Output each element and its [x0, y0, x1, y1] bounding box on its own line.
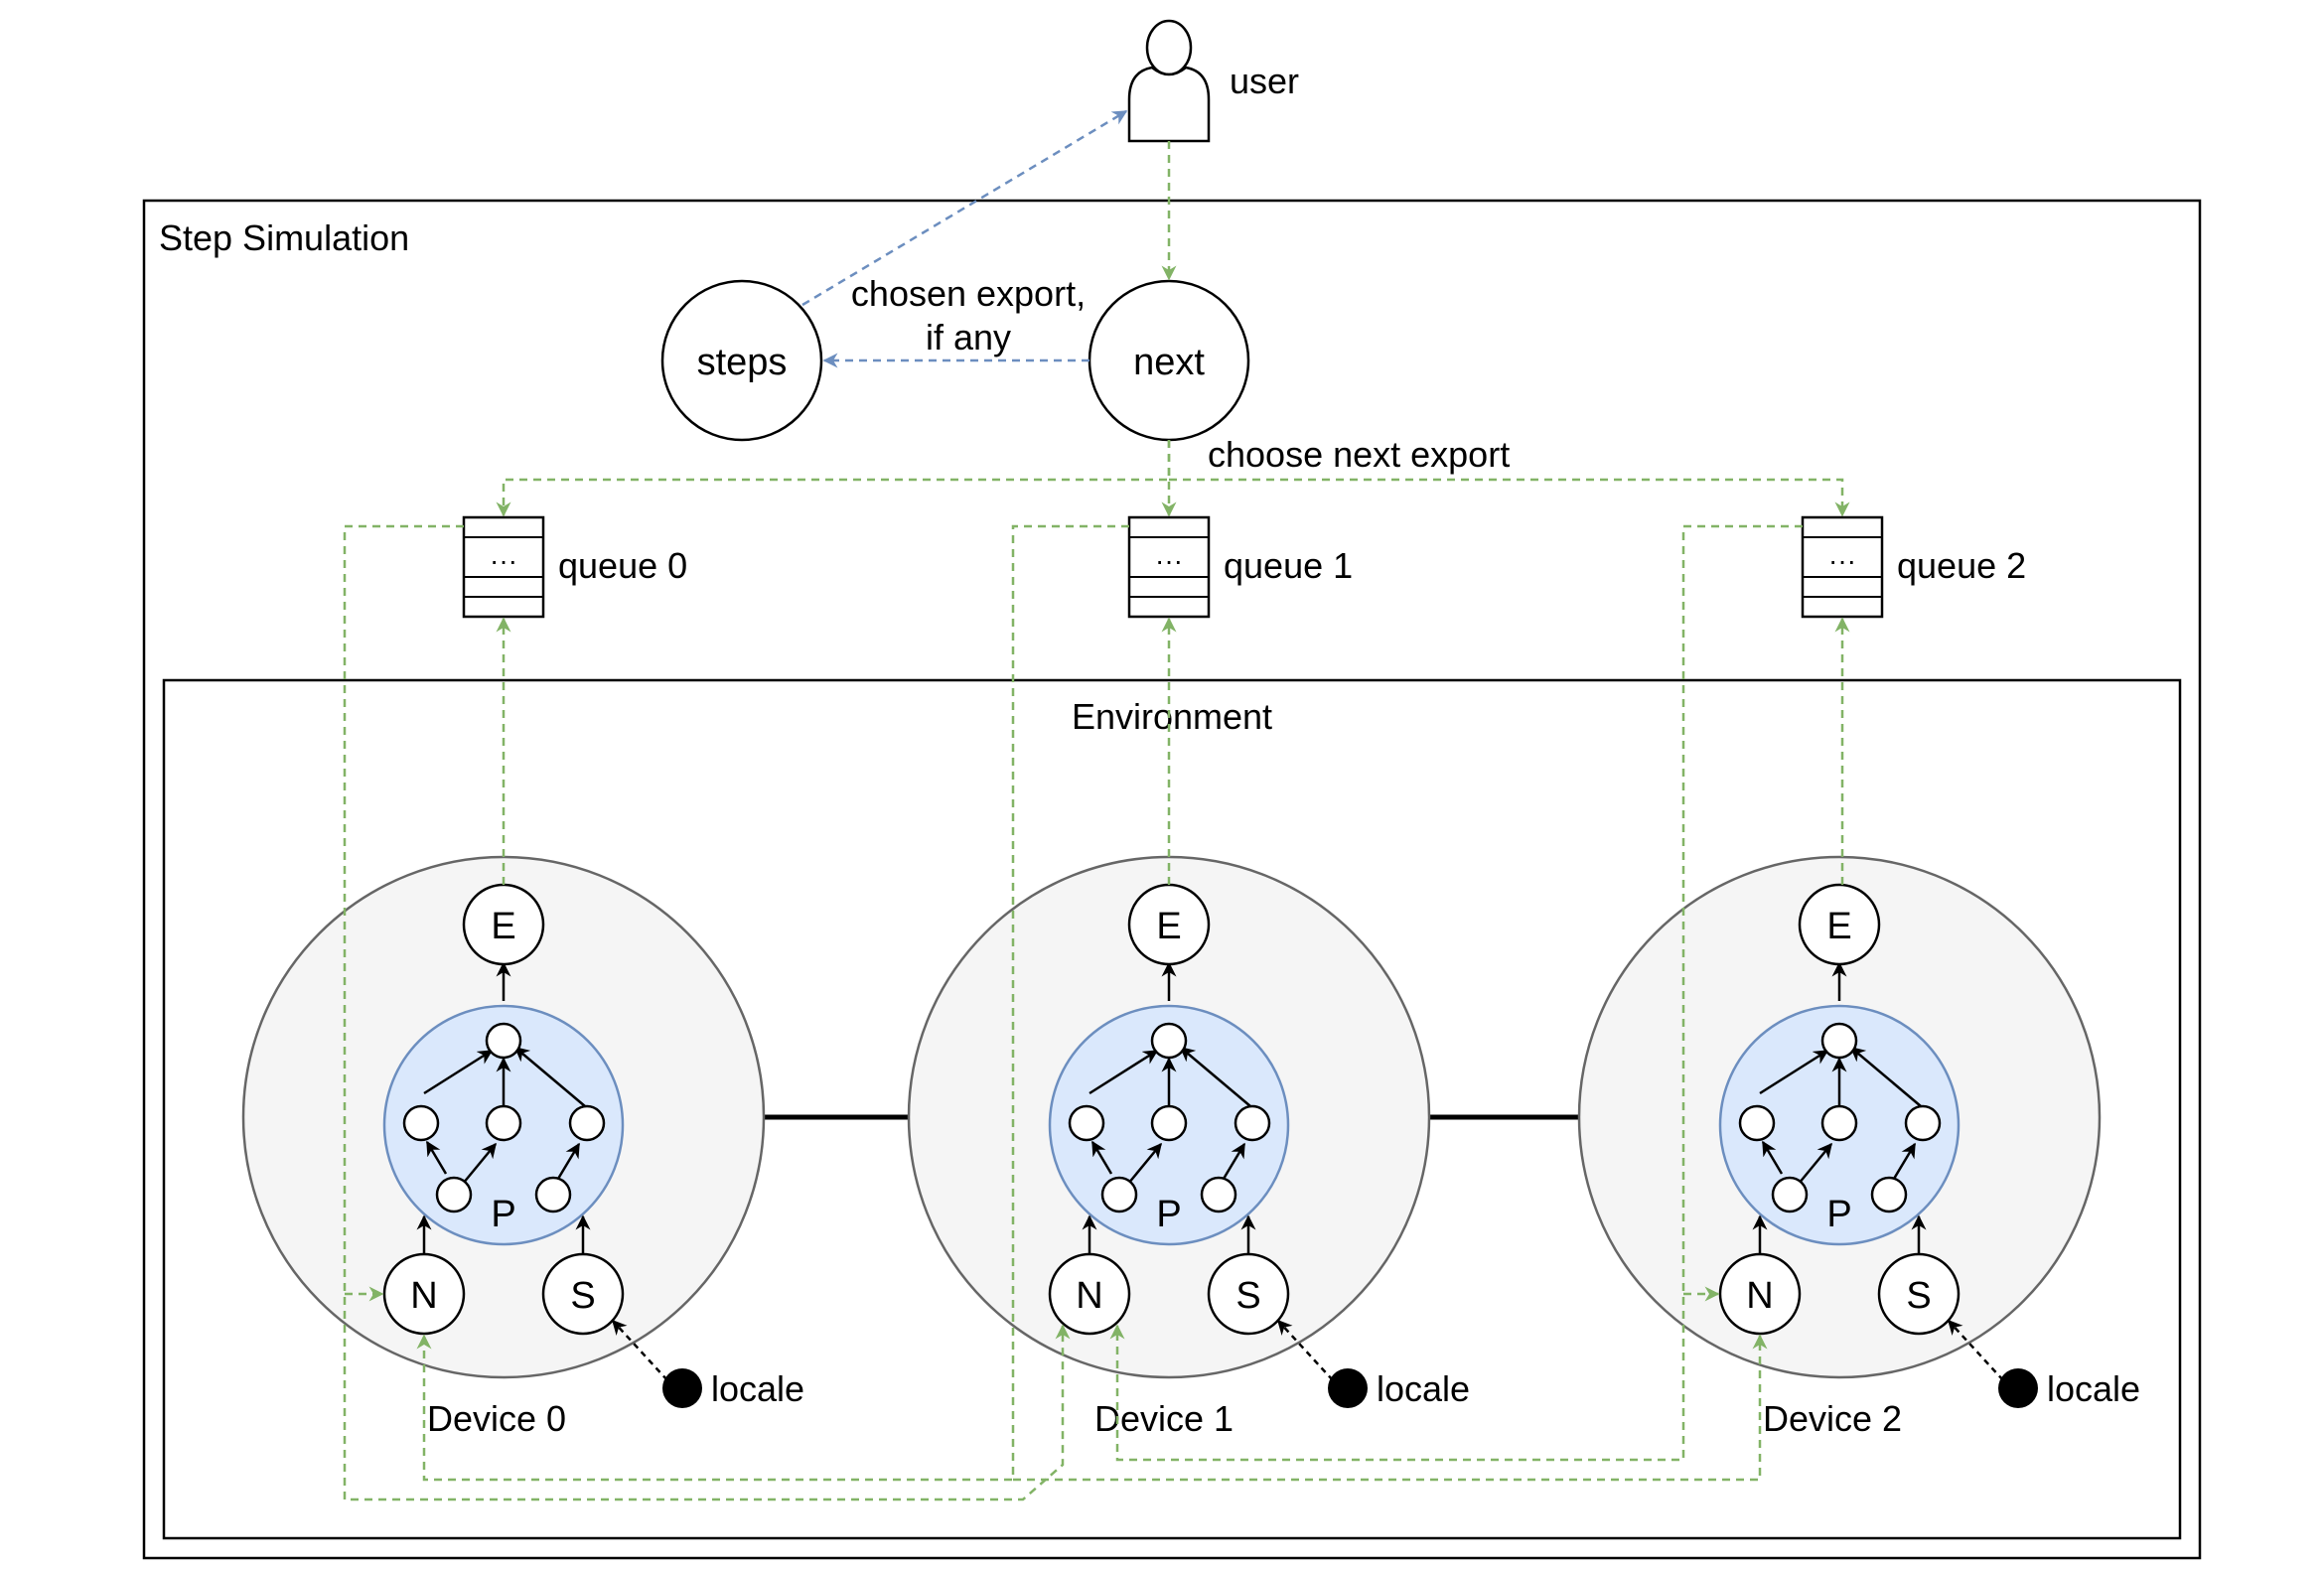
source-0-label: locale: [711, 1368, 804, 1409]
queue-1: ···: [1127, 515, 1211, 619]
source-0-to-sensor: [611, 1319, 668, 1381]
user-icon: [1127, 19, 1211, 143]
svg-text:N: N: [1746, 1275, 1773, 1317]
source-1-label: locale: [1377, 1368, 1470, 1409]
network-0: [382, 1252, 466, 1336]
device-2-label: Device 2: [1763, 1398, 1902, 1439]
svg-text:E: E: [1156, 906, 1181, 947]
exporter-2: [1798, 883, 1881, 966]
svg-text:S: S: [1235, 1275, 1260, 1317]
next-label: next: [1133, 342, 1205, 383]
svg-text:E: E: [491, 906, 515, 947]
source-1-dot: [1328, 1368, 1368, 1408]
network-1: [1048, 1252, 1131, 1336]
chosen-export-label-line2: if any: [926, 317, 1011, 357]
svg-text:P: P: [1156, 1194, 1181, 1235]
svg-text:N: N: [1076, 1275, 1102, 1317]
sensor-0: [541, 1252, 625, 1336]
edge-steps-to-user: [801, 109, 1128, 307]
svg-text:···: ···: [490, 545, 517, 576]
queue-2-label: queue 2: [1897, 545, 2026, 586]
svg-text:···: ···: [1155, 545, 1183, 576]
step-simulation-title: Step Simulation: [159, 217, 409, 258]
edge-queue1-to-network0: [416, 524, 1129, 1482]
choose-next-export-label: choose next export: [1208, 434, 1510, 475]
edge-queue0-to-network1: [343, 524, 1071, 1501]
svg-text:P: P: [1826, 1194, 1851, 1235]
edge-next-to-queue2: [1169, 478, 1850, 517]
queue-0-label: queue 0: [558, 545, 687, 586]
chosen-export-label-line1: chosen export,: [851, 273, 1086, 314]
svg-text:E: E: [1826, 906, 1851, 947]
svg-text:N: N: [410, 1275, 437, 1317]
source-2-dot: [1998, 1368, 2038, 1408]
svg-text:S: S: [570, 1275, 595, 1317]
svg-text:···: ···: [1828, 545, 1856, 576]
environment-title: Environment: [1072, 696, 1272, 737]
steps-label: steps: [697, 342, 788, 383]
queue-0: ···: [462, 515, 545, 619]
device-0-label: Device 0: [427, 1398, 566, 1439]
device-0: P E N S: [241, 855, 766, 1379]
queue-2: ···: [1801, 515, 1884, 619]
user-label: user: [1230, 61, 1299, 101]
device-1-label: Device 1: [1094, 1398, 1234, 1439]
source-2-to-sensor: [1947, 1319, 2004, 1381]
network-2: [1718, 1252, 1802, 1336]
device-1: P E N S: [907, 855, 1431, 1379]
step-simulation-box: [142, 199, 2202, 1560]
device-2: P E N S: [1577, 855, 2102, 1379]
source-2-label: locale: [2047, 1368, 2140, 1409]
source-1-to-sensor: [1276, 1319, 1334, 1381]
environment-box: [162, 678, 2182, 1540]
source-0-dot: [662, 1368, 702, 1408]
queue-1-label: queue 1: [1224, 545, 1353, 586]
svg-text:S: S: [1906, 1275, 1931, 1317]
edge-next-to-queue0: [496, 440, 1171, 517]
sensor-1: [1207, 1252, 1290, 1336]
sensor-2: [1877, 1252, 1961, 1336]
steps-node: [660, 279, 823, 442]
svg-text:P: P: [491, 1194, 515, 1235]
